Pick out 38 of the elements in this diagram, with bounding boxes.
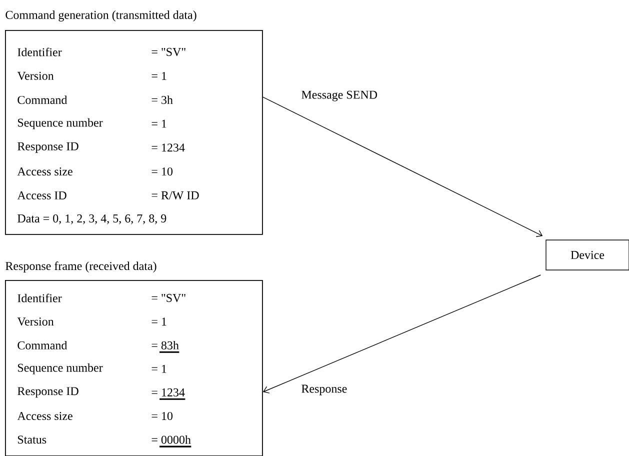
field-name: Version xyxy=(17,72,54,80)
field-value: = 3h xyxy=(152,96,173,104)
underlined-value: = 1234 xyxy=(152,388,186,400)
field-value: = 10 xyxy=(152,412,172,420)
data-frame xyxy=(5,10,263,235)
arrow xyxy=(262,96,543,237)
field-name: Access size xyxy=(17,412,72,420)
field-value: = 1234 xyxy=(152,144,185,152)
field-name: Sequence number xyxy=(18,363,103,374)
field-name: Response ID xyxy=(18,387,78,398)
edge-label: Response xyxy=(300,384,348,396)
field-value: = R/W ID xyxy=(152,191,199,200)
field-value: = 10 xyxy=(152,167,172,176)
field-name: Access ID xyxy=(17,191,66,200)
box-heading: Command generation (transmitted data) xyxy=(6,10,196,22)
field-name: Identifier xyxy=(18,48,62,56)
field-name: Sequence number xyxy=(18,118,103,130)
edge-label: Message SEND xyxy=(300,90,379,102)
field-name: Access size xyxy=(17,167,72,176)
data-frame xyxy=(5,262,263,456)
arrow xyxy=(262,274,541,394)
field-name: Identifier xyxy=(18,294,62,302)
field-name: Version xyxy=(17,318,54,326)
field-value: = 1 xyxy=(152,120,166,128)
underlined-value: = 0000h xyxy=(152,435,192,448)
field-value: = "SV" xyxy=(152,48,186,56)
field-name: Command xyxy=(18,96,68,104)
underlined-value: = 83h xyxy=(152,340,180,353)
device-box: Device xyxy=(546,240,629,270)
field-value: = "SV" xyxy=(152,294,186,302)
field-name: Command xyxy=(18,340,68,350)
field-value: = 1 xyxy=(152,318,166,326)
field-name: Status xyxy=(18,436,46,444)
field-name: Response ID xyxy=(18,142,78,153)
field-value: = 1 xyxy=(152,72,166,80)
field-row: Data = 0, 1, 2, 3, 4, 5, 6, 7, 8, 9 xyxy=(18,214,166,224)
field-value: = 1 xyxy=(152,364,166,373)
box-heading: Response frame (received data) xyxy=(6,262,156,272)
